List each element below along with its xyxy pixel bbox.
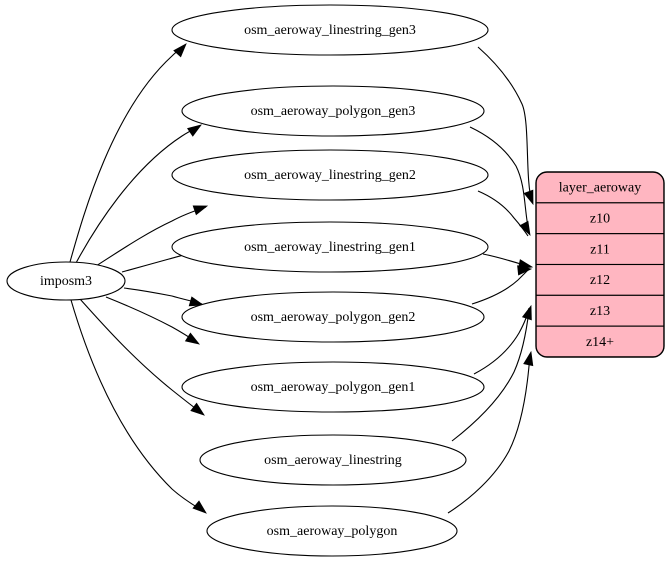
node-shape — [171, 221, 489, 273]
edge-imposm3-to-osm_aeroway_linestring — [79, 298, 204, 415]
node-label: osm_aeroway_polygon_gen1 — [251, 380, 416, 395]
edge-arrowhead — [187, 124, 202, 137]
table-cell-layer_aeroway[interactable] — [536, 172, 664, 204]
edge-arrowhead — [523, 189, 534, 206]
node-osm_aeroway_linestring[interactable]: osm_aeroway_linestring — [199, 434, 467, 486]
edge-arrowhead — [173, 43, 187, 58]
table-row-label-z12: z12 — [590, 273, 610, 288]
edge-osm_aeroway_linestring-to-layer_aeroway_z13 — [451, 309, 530, 442]
edge-osm_aeroway_polygon_gen3-to-layer_aeroway_z11 — [469, 126, 530, 233]
source-node-layer: imposm3 — [6, 261, 126, 301]
node-label: osm_aeroway_linestring_gen1 — [244, 240, 416, 255]
node-shape — [206, 505, 458, 557]
node-osm_aeroway_linestring_gen3[interactable]: osm_aeroway_linestring_gen3 — [171, 4, 489, 56]
table-row-label-z13: z13 — [590, 304, 610, 319]
edge-imposm3-to-osm_aeroway_linestring_gen2 — [95, 206, 207, 267]
node-osm_aeroway_polygon_gen2[interactable]: osm_aeroway_polygon_gen2 — [181, 291, 485, 343]
edge-arrowhead — [190, 402, 205, 416]
node-label: osm_aeroway_polygon_gen2 — [251, 310, 416, 325]
edge-osm_aeroway_linestring_gen2-to-layer_aeroway_z11 — [477, 190, 529, 237]
edge-arrowhead — [517, 265, 533, 276]
edge-osm_aeroway_polygon_gen2-to-layer_aeroway_z12 — [471, 269, 529, 305]
table-node-layer: layer_aeroway z10 z11 z12 z13 z14+ — [535, 171, 665, 358]
table-border — [535, 171, 665, 358]
node-osm_aeroway_linestring_gen1[interactable]: osm_aeroway_linestring_gen1 — [171, 221, 489, 273]
node-shape — [199, 434, 467, 486]
nodes-layer: osm_aeroway_linestring_gen3 osm_aeroway_p… — [171, 4, 489, 557]
node-osm_aeroway_linestring_gen2[interactable]: osm_aeroway_linestring_gen2 — [171, 149, 489, 201]
edge-osm_aeroway_polygon-to-layer_aeroway_z14 — [447, 353, 531, 514]
table-row-label-z11: z11 — [590, 242, 610, 257]
table-row-label-z14+: z14+ — [586, 335, 614, 350]
table-rows — [536, 172, 664, 357]
node-imposm3[interactable]: imposm3 — [6, 261, 126, 301]
edge-imposm3-to-osm_aeroway_linestring_gen3 — [69, 44, 186, 263]
node-shape — [181, 361, 485, 413]
table-cell-z12[interactable] — [536, 263, 664, 296]
table-header-label: layer_aeroway — [559, 181, 641, 196]
edge-arrowhead — [192, 205, 209, 216]
node-shape — [181, 85, 485, 137]
node-osm_aeroway_polygon_gen3[interactable]: osm_aeroway_polygon_gen3 — [181, 85, 485, 137]
table-row-label-z10: z10 — [590, 211, 610, 226]
node-label: osm_aeroway_linestring_gen3 — [244, 23, 416, 38]
node-shape — [6, 261, 126, 301]
edge-arrowhead — [523, 350, 534, 367]
node-label: osm_aeroway_polygon_gen3 — [251, 104, 416, 119]
node-shape — [181, 291, 485, 343]
node-label: imposm3 — [40, 274, 92, 289]
node-shape — [171, 149, 489, 201]
node-label: osm_aeroway_linestring_gen2 — [244, 168, 416, 183]
node-osm_aeroway_polygon_gen1[interactable]: osm_aeroway_polygon_gen1 — [181, 361, 485, 413]
node-osm_aeroway_polygon[interactable]: osm_aeroway_polygon — [206, 505, 458, 557]
edge-arrowhead — [519, 220, 531, 237]
edge-arrowhead — [188, 296, 205, 307]
edge-arrowhead — [521, 304, 532, 321]
edge-arrowhead — [192, 500, 207, 514]
edge-imposm3-to-osm_aeroway_polygon — [70, 299, 206, 513]
node-label: osm_aeroway_polygon — [267, 524, 398, 539]
node-label: osm_aeroway_linestring — [264, 453, 402, 468]
edge-osm_aeroway_linestring_gen3-to-layer_aeroway_z10 — [477, 46, 533, 203]
node-shape — [171, 4, 489, 56]
table-cell-z11[interactable] — [536, 233, 664, 266]
edge-arrowhead — [184, 332, 201, 345]
